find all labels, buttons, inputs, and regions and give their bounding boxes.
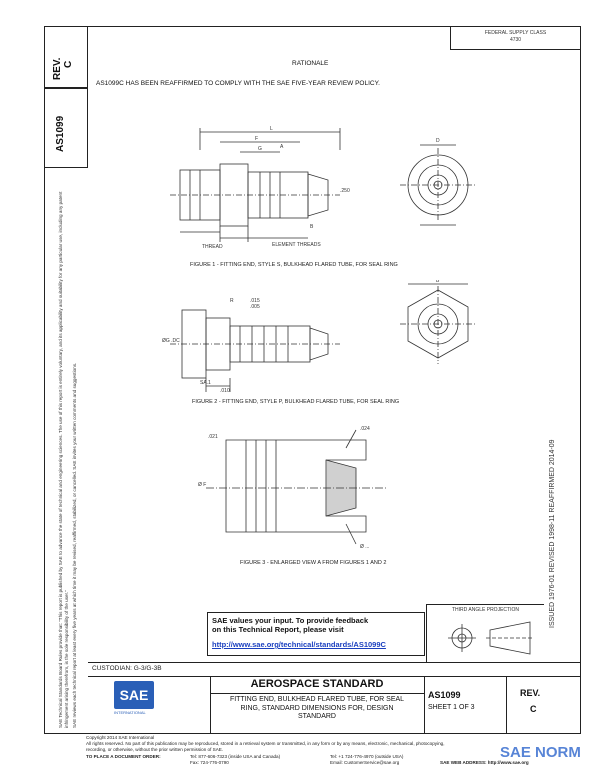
aerospace-standard: AEROSPACE STANDARD: [250, 678, 384, 690]
footer-rights-line: All rights reserved. No part of this pub…: [86, 741, 445, 746]
svg-text:.015: .015: [250, 298, 260, 304]
svg-text:SA.1: SA.1: [200, 380, 211, 386]
sae-logo-sub: INTERNATIONAL: [114, 710, 146, 715]
title-divider: [88, 676, 581, 677]
feedback-link[interactable]: http://www.sae.org/technical/standards/A…: [212, 640, 386, 649]
footer-tel: Tel: 877-606-7323 (inside USA and Canada…: [190, 754, 280, 766]
figure-3-drawing: .021 .024 Ø F Ø ...: [198, 426, 386, 550]
svg-text:.024: .024: [360, 426, 370, 432]
left-rev-box: [44, 26, 88, 88]
figure-1-drawing: L F G A B .250 D THREAD ELEMENT THREADS: [170, 126, 476, 250]
custodian: CUSTODIAN: G-3/G-3B: [92, 665, 162, 672]
svg-text:B: B: [310, 224, 314, 230]
side-note-rules: SAE Technical Standards Board Rules prov…: [58, 191, 69, 728]
footer-copyright-line: Copyright 2014 SAE International: [86, 735, 155, 740]
title-std-underline: [210, 693, 424, 694]
federal-supply-box: [450, 26, 581, 50]
left-doc-number: AS1099: [55, 115, 66, 152]
figure-1-caption: FIGURE 1 - FITTING END, STYLE S, BULKHEA…: [190, 262, 398, 268]
svg-text:B: B: [436, 280, 440, 284]
side-note-review: SAE reviews each technical report at lea…: [72, 362, 77, 728]
title-block-divider-3: [506, 676, 507, 734]
svg-text:.005: .005: [250, 304, 260, 310]
title-doc-number: AS1099: [428, 690, 461, 700]
title-block-divider-1: [210, 676, 211, 734]
feedback-line-1: SAE values your input. To provide feedba…: [212, 616, 369, 625]
sae-logo-mark: SAE: [114, 681, 154, 709]
footer-fax-line: Fax: 724-776-0790: [190, 760, 229, 765]
svg-text:Ø ...: Ø ...: [360, 544, 369, 550]
footer-contact: Tel: +1 724-776-4970 (outside USA) Email…: [330, 754, 403, 766]
svg-text:Ø F: Ø F: [198, 482, 206, 488]
title-sheet: SHEET 1 OF 3: [428, 704, 475, 711]
projection-symbol: [448, 621, 534, 655]
watermark: SAE NORM: [500, 744, 581, 761]
footer-order-label: TO PLACE A DOCUMENT ORDER:: [86, 754, 161, 759]
footer-tel-line: Tel: 877-606-7323 (inside USA and Canada…: [190, 754, 281, 759]
svg-text:L: L: [270, 126, 273, 132]
drawing-sheet: [44, 26, 581, 734]
sae-logo: SAE INTERNATIONAL: [114, 681, 174, 721]
figure-2-drawing: R .015 .005 ØG .DC SA.1 .010 B: [162, 280, 476, 394]
footer-tel2-line: Tel: +1 724-776-4970 (outside USA): [330, 754, 404, 759]
document-title: FITTING END, BULKHEAD FLARED TUBE, FOR S…: [229, 696, 405, 720]
svg-text:A: A: [280, 144, 284, 150]
projection-box: [426, 604, 544, 662]
footer-web: SAE WEB ADDRESS: http://www.sae.org: [440, 760, 529, 766]
feedback-box: SAE values your input. To provide feedba…: [207, 612, 425, 656]
footer-email-line: Email: CustomerService@sae.org: [330, 760, 400, 765]
rationale-title: RATIONALE: [292, 60, 329, 67]
svg-text:ØG .DC: ØG .DC: [162, 338, 180, 344]
svg-text:D: D: [436, 138, 440, 144]
figure-2-caption: FIGURE 2 - FITTING END, STYLE P, BULKHEA…: [192, 399, 400, 405]
footer-copyright: Copyright 2014 SAE International All rig…: [86, 735, 596, 753]
svg-text:.010: .010: [220, 388, 230, 394]
title-rev-value: C: [530, 704, 537, 714]
left-docnum-box: [44, 88, 88, 168]
title-rev-label: REV.: [520, 688, 541, 698]
svg-text:.250: .250: [340, 188, 350, 194]
figure-3-caption: FIGURE 3 - ENLARGED VIEW A FROM FIGURES …: [240, 560, 387, 566]
side-note-dates: ISSUED 1976-01 REVISED 1998-11 REAFFIRME…: [549, 439, 556, 628]
footer-rights-line-2: recording, or otherwise, without the pri…: [86, 747, 224, 752]
left-rev-label: REV.C: [52, 57, 74, 80]
title-block-divider-2: [424, 676, 425, 734]
svg-text:R: R: [230, 298, 234, 304]
projection-label: THIRD ANGLE PROJECTION: [452, 607, 519, 613]
footer-web-line: SAE WEB ADDRESS: http://www.sae.org: [440, 760, 529, 765]
svg-text:ELEMENT THREADS: ELEMENT THREADS: [272, 242, 321, 248]
svg-text:THREAD: THREAD: [202, 244, 223, 250]
svg-text:F: F: [255, 136, 258, 142]
svg-text:G: G: [258, 146, 262, 152]
rationale-text: AS1099C HAS BEEN REAFFIRMED TO COMPLY WI…: [96, 80, 380, 87]
svg-text:.021: .021: [208, 434, 218, 440]
custodian-divider: [88, 662, 581, 663]
title-standard-box: AEROSPACE STANDARD: [210, 678, 424, 690]
feedback-line-2: on this Technical Report, please visit: [212, 625, 344, 634]
footer-order: TO PLACE A DOCUMENT ORDER:: [86, 754, 161, 760]
federal-supply-text: FEDERAL SUPPLY CLASS 4730: [484, 30, 547, 43]
